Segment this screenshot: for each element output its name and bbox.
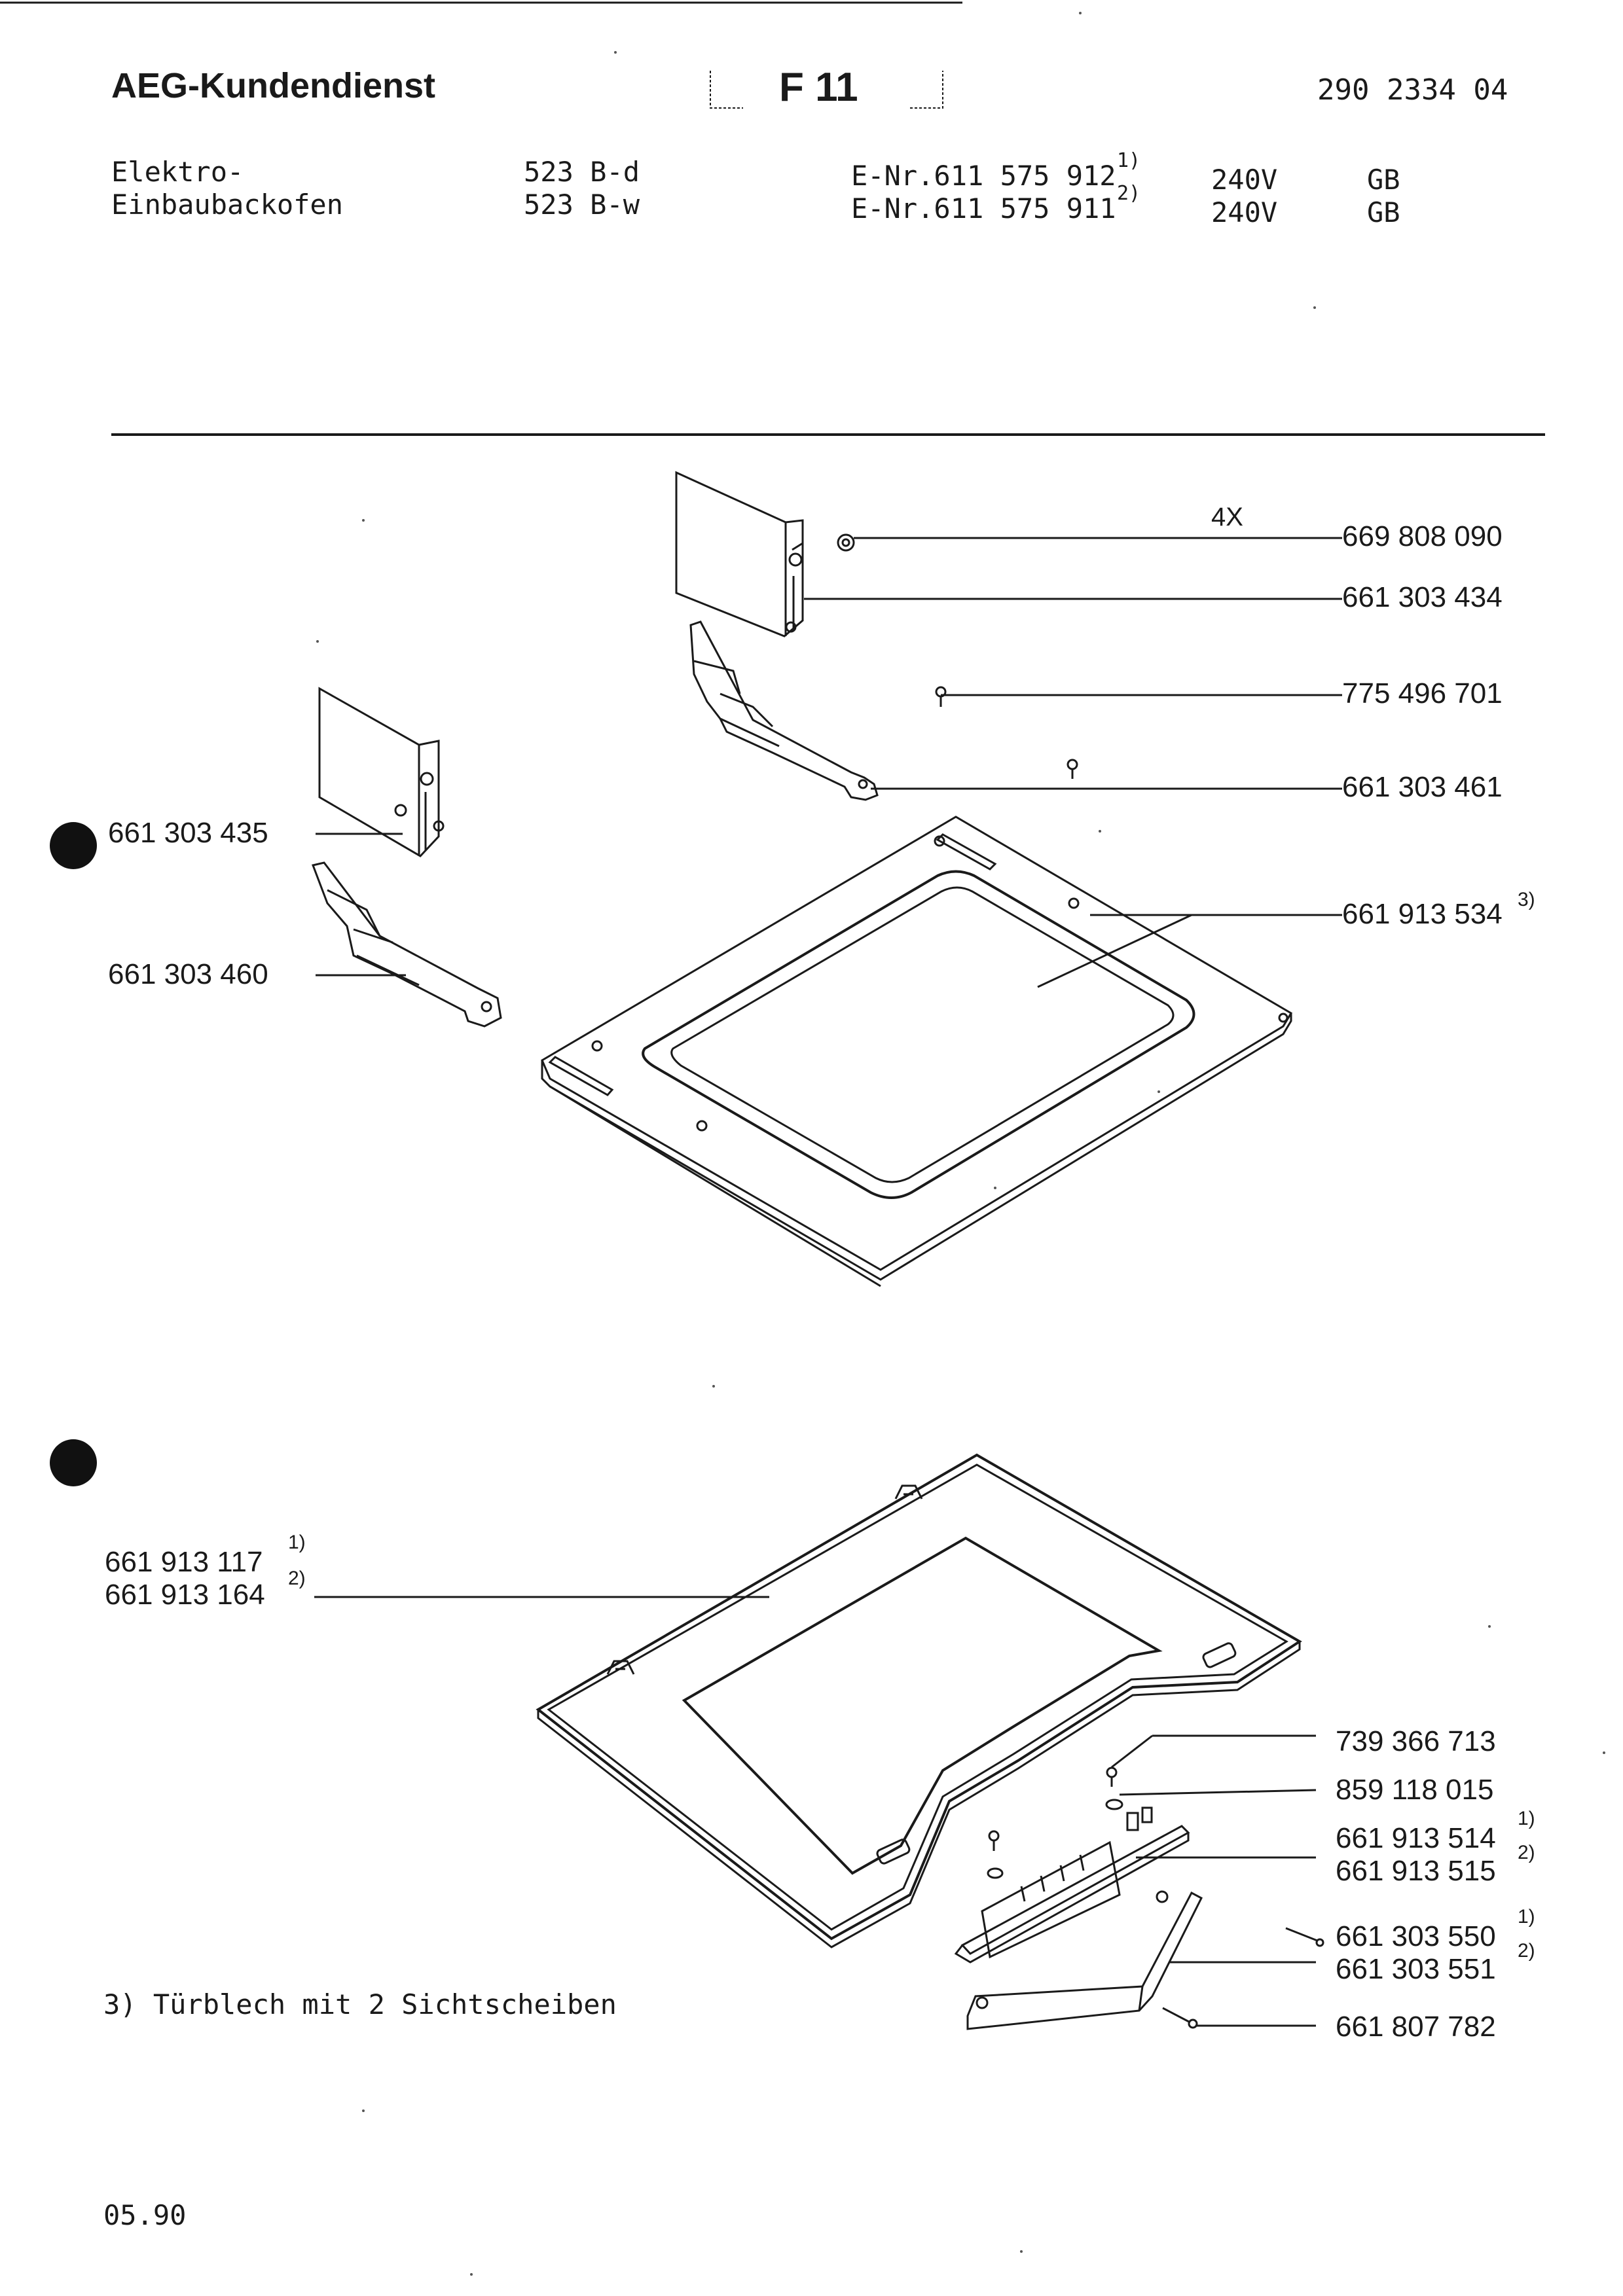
part-661913117-ref: 1) (288, 1532, 306, 1553)
part-661913514-ref: 1) (1518, 1808, 1535, 1829)
part-661913534-ref: 3) (1518, 889, 1535, 910)
hinge-arm-left (311, 861, 502, 1028)
outer-door-frame (536, 1453, 1302, 1948)
screw-775496701 (935, 686, 947, 707)
hinge-cover-left (318, 687, 445, 857)
enr-1-ref: 1) (1117, 149, 1141, 172)
document-number: 290 2334 04 (1317, 73, 1508, 107)
voltage-2: 240V (1211, 196, 1278, 228)
part-661303460: 661 303 460 (108, 958, 268, 990)
part-661303551-ref: 2) (1518, 1940, 1535, 1962)
part-661303434: 661 303 434 (1342, 581, 1503, 613)
part-661913515: 661 913 515 (1336, 1855, 1496, 1887)
part-775496701: 775 496 701 (1342, 677, 1503, 709)
washer-859118015 (1105, 1799, 1123, 1810)
hinge-arm-right (689, 620, 879, 801)
part-859118015: 859 118 015 (1336, 1774, 1494, 1806)
part-669808090: 669 808 090 (1342, 520, 1503, 552)
part-661913515-ref: 2) (1518, 1842, 1535, 1863)
qty-4x: 4X (1211, 503, 1243, 531)
washer-669808090 (837, 533, 855, 552)
part-661913164: 661 913 164 (105, 1579, 265, 1611)
part-661303461: 661 303 461 (1342, 771, 1503, 803)
part-661303435: 661 303 435 (108, 817, 268, 849)
hinge-cover-right (675, 471, 804, 637)
scan-specks (316, 12, 1605, 2276)
sheet-bracket-left (710, 71, 743, 109)
screw-661807782 (1162, 2007, 1198, 2029)
marker-dot-top (50, 822, 97, 869)
screw-left-panel (987, 1830, 1004, 1879)
part-661303550: 661 303 550 (1336, 1920, 1496, 1952)
part-661807782: 661 807 782 (1336, 2011, 1496, 2043)
screw-small (1067, 759, 1078, 779)
product-line-2: Einbaubackofen (111, 188, 344, 221)
model-1: 523 B-d (524, 156, 640, 188)
inner-door-panel (541, 816, 1293, 1287)
voltage-1: 240V (1211, 164, 1278, 196)
issue-date: 05.90 (103, 2199, 187, 2231)
enr-2-ref: 2) (1117, 182, 1141, 205)
product-line-1: Elektro- (111, 156, 244, 188)
screw-661303550 (1285, 1927, 1324, 1947)
sheet-number: F 11 (779, 65, 858, 110)
enr-2: E-Nr.611 575 911 (851, 192, 1116, 224)
country-1: GB (1367, 164, 1400, 196)
part-661913117: 661 913 117 (105, 1546, 263, 1578)
model-2: 523 B-w (524, 188, 640, 221)
part-661303551: 661 303 551 (1336, 1953, 1496, 1985)
part-661913164-ref: 2) (288, 1568, 306, 1589)
part-661913534: 661 913 534 (1342, 898, 1503, 930)
marker-dot-bottom (50, 1439, 97, 1486)
country-2: GB (1367, 196, 1400, 228)
enr-1: E-Nr.611 575 912 (851, 160, 1116, 192)
part-661913514: 661 913 514 (1336, 1822, 1496, 1854)
part-661303550-ref: 1) (1518, 1906, 1535, 1928)
footnote: 3) Türblech mit 2 Sichtscheiben (103, 1988, 617, 2020)
part-739366713: 739 366 713 (1336, 1725, 1496, 1757)
page-title: AEG-Kundendienst (111, 66, 435, 105)
door-handle (966, 1890, 1203, 2030)
leader-lines (314, 537, 1342, 2027)
sheet-bracket-right (910, 71, 943, 109)
control-panel-strip (954, 1806, 1190, 1964)
screw-739366713 (1106, 1767, 1118, 1787)
